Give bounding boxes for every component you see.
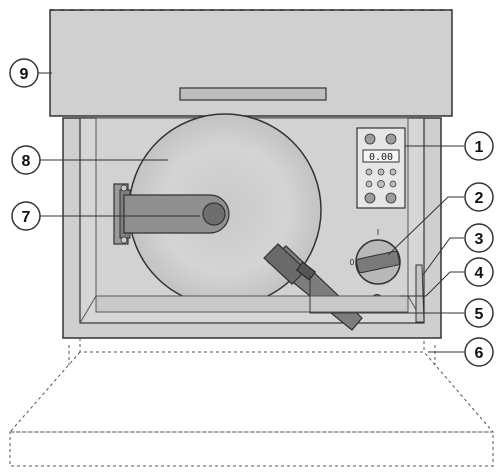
callout-2-label: 2 — [475, 190, 484, 207]
callout-3: 3 — [464, 223, 494, 253]
hinge-arm — [113, 183, 230, 245]
knob-grip — [356, 250, 400, 274]
callout-8: 8 — [11, 145, 41, 175]
panel-plate — [356, 127, 406, 209]
door-sides — [8, 351, 495, 433]
control-panel: 0.00 — [356, 127, 406, 209]
callout-2: 2 — [464, 182, 494, 212]
callout-3-label: 3 — [475, 231, 484, 248]
callout-8-label: 8 — [22, 153, 31, 170]
panel-button-bottom-right — [385, 192, 397, 204]
panel-button-top-right — [385, 133, 397, 145]
callout-5-label: 5 — [475, 306, 484, 323]
selector-knob: I 0 — [350, 228, 401, 285]
callout-6-label: 6 — [475, 345, 484, 362]
pivot-hub — [202, 202, 226, 226]
panel-display — [362, 149, 400, 163]
arm-body — [123, 194, 230, 234]
leader-4 — [400, 271, 464, 297]
panel-key-3 — [389, 168, 397, 176]
callout-4-label: 4 — [475, 265, 484, 282]
panel-key-2 — [377, 168, 385, 176]
door-hinges — [68, 345, 436, 365]
knob-mark-left: 0 — [350, 258, 355, 267]
hinge-screw-bottom — [120, 236, 128, 244]
callout-4: 4 — [464, 257, 494, 287]
display-readout: 0.00 — [369, 152, 393, 163]
knob-mark-top: I — [377, 228, 379, 237]
panel-key-1 — [365, 168, 373, 176]
panel-button-bottom-left — [364, 192, 376, 204]
latch-strip — [415, 264, 425, 323]
leader-3 — [422, 237, 464, 276]
callout-9-label: 9 — [20, 66, 29, 83]
leader-2 — [387, 196, 464, 256]
bottom-rail — [95, 295, 409, 313]
door-front — [9, 431, 494, 467]
callout-9: 9 — [9, 58, 39, 88]
side-latch — [415, 264, 425, 323]
panel-key-4 — [365, 180, 373, 188]
panel-button-top-left — [364, 133, 376, 145]
top-drawer — [49, 9, 453, 117]
callout-7: 7 — [11, 201, 41, 231]
callout-1: 1 — [464, 131, 494, 161]
callout-5: 5 — [464, 298, 494, 328]
callout-7-label: 7 — [22, 209, 31, 226]
callout-markers: 9 8 7 1 2 3 4 5 6 — [9, 58, 494, 367]
panel-key-5 — [377, 180, 385, 188]
leader-lines — [38, 72, 464, 353]
lever-latch — [295, 261, 317, 281]
door-hinge-edge — [79, 338, 425, 353]
callout-1-label: 1 — [475, 139, 484, 156]
hinge-screw-top — [120, 184, 128, 192]
open-door-outline — [8, 338, 495, 467]
leader-5 — [309, 276, 464, 314]
drawer-handle — [179, 87, 327, 101]
callout-6: 6 — [464, 337, 494, 367]
panel-key-6 — [389, 180, 397, 188]
